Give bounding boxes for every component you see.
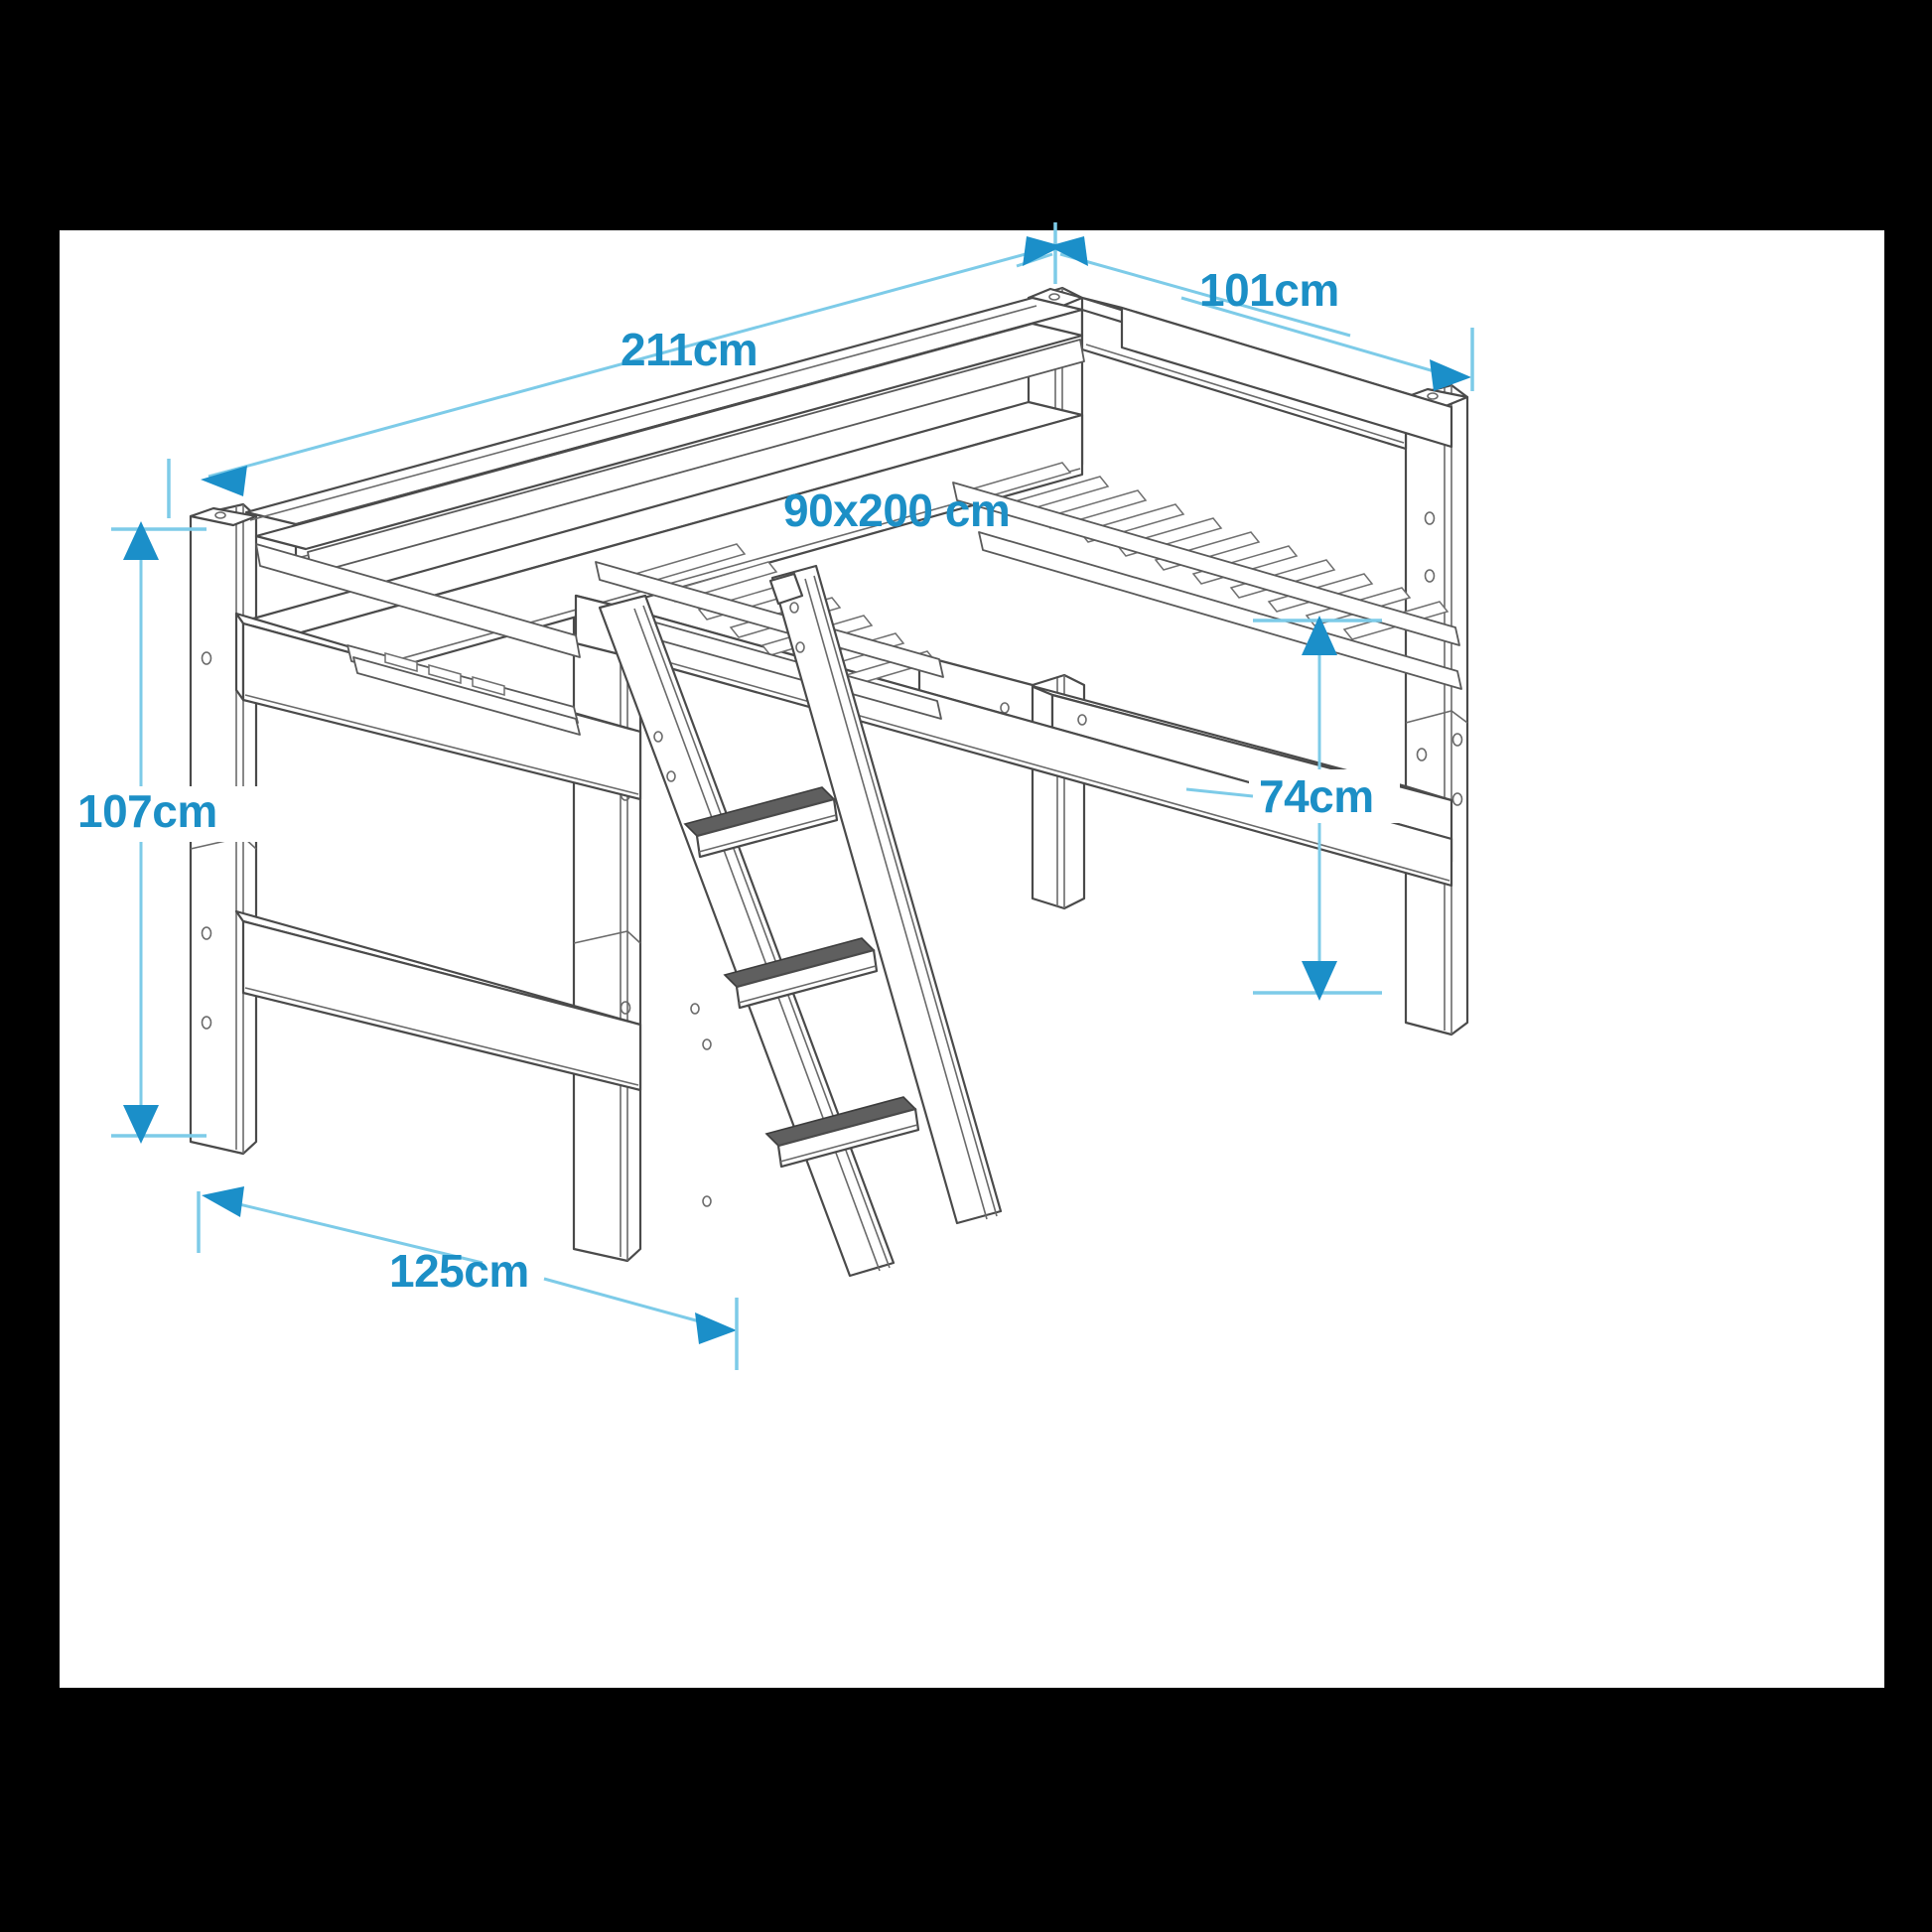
dimension-74cm: 74cm bbox=[1185, 616, 1400, 1001]
headboard-left-panel bbox=[234, 612, 642, 1092]
dimension-125cm: 125cm bbox=[197, 1186, 739, 1370]
post-back-right bbox=[1027, 286, 1086, 910]
ladder-mount-plate bbox=[768, 572, 804, 606]
slat-set bbox=[346, 462, 1462, 736]
dimension-107cm-label: 107cm bbox=[77, 785, 217, 837]
dimension-107cm: 107cm bbox=[71, 521, 262, 1144]
dimension-125cm-label: 125cm bbox=[389, 1245, 529, 1297]
dimension-211cm: 211cm bbox=[167, 246, 1048, 518]
ladder bbox=[598, 564, 1003, 1278]
post-front-right bbox=[1404, 383, 1469, 1036]
ladder-step-3 bbox=[764, 1096, 920, 1169]
slats-left bbox=[346, 644, 581, 736]
ladder-step-1 bbox=[683, 786, 839, 859]
mattress-size-label: 90x200 cm bbox=[783, 484, 1010, 536]
dimension-211cm-label: 211cm bbox=[621, 324, 758, 375]
dimension-101cm: 101cm bbox=[1016, 222, 1474, 391]
dimension-74cm-label: 74cm bbox=[1259, 770, 1374, 822]
guardrail-right bbox=[1080, 296, 1453, 451]
dimension-101cm-label: 101cm bbox=[1199, 264, 1339, 316]
dimension-mattress: 90x200 cm bbox=[783, 484, 1011, 536]
ladder-step-2 bbox=[723, 937, 879, 1010]
bed-structure bbox=[189, 286, 1469, 1278]
slats-upper-right bbox=[952, 462, 1462, 690]
